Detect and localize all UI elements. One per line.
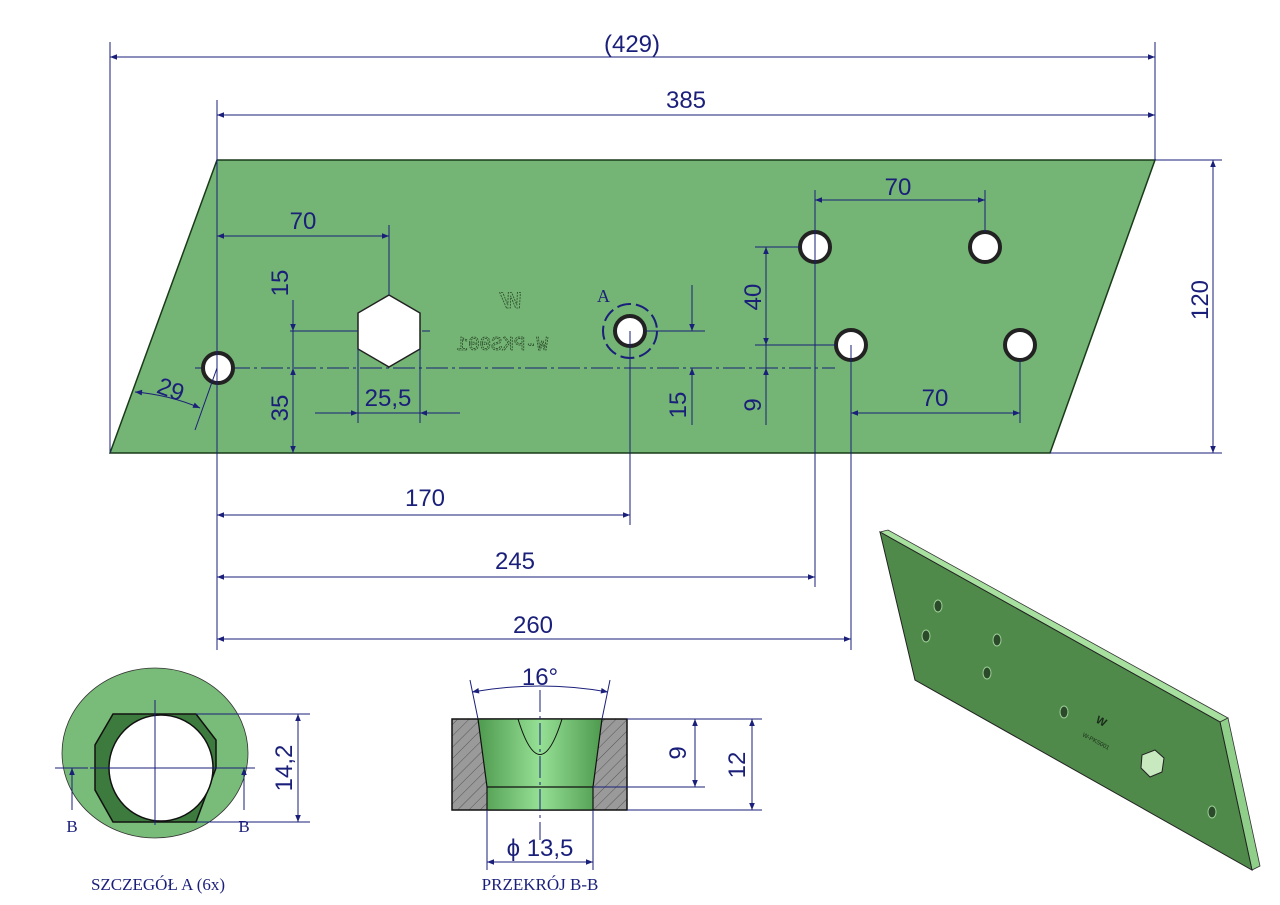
extension-lines [109, 42, 1222, 650]
detail-marker: A [597, 286, 610, 306]
detail-a-view [55, 667, 310, 839]
dim-depth-9: 9 [665, 746, 692, 759]
engraving-logo: W-PKS001 W [456, 288, 548, 357]
svg-text:W-PKS001: W-PKS001 [457, 334, 548, 356]
dim-top-length: 385 [666, 87, 706, 114]
dim-hex-offset: 70 [290, 208, 317, 235]
hole [201, 351, 235, 385]
dim-bottom-spacing: 70 [922, 385, 949, 412]
hex-hole [357, 294, 421, 368]
dim-16-deg: 16° [522, 664, 558, 691]
dim-top-spacing: 70 [885, 174, 912, 201]
dim-170: 170 [405, 485, 445, 512]
dim-245: 245 [495, 548, 535, 575]
isometric-view: W W-PKS001 [878, 529, 1261, 871]
section-mark-b-left: B [66, 817, 77, 836]
hole [968, 230, 1002, 264]
dim-overall-length: (429) [604, 31, 660, 58]
section-mark-b-right: B [238, 817, 249, 836]
dim-hole-35: 35 [267, 395, 294, 422]
dim-height: 120 [1187, 280, 1214, 320]
detail-a-caption: SZCZEGÓŁ A (6x) [91, 875, 225, 894]
dim-9: 9 [740, 398, 767, 411]
dim-260: 260 [513, 612, 553, 639]
dimension-lines [110, 54, 1216, 642]
section-bb-caption: PRZEKRÓJ B-B [482, 875, 599, 894]
dim-depth-12: 12 [724, 752, 751, 779]
dim-hex-width: 25,5 [365, 385, 412, 412]
hole [1003, 328, 1037, 362]
section-bb-view [451, 679, 762, 870]
svg-text:W: W [499, 288, 522, 313]
dim-40: 40 [740, 284, 767, 311]
dim-diameter: ϕ 13,5 [507, 835, 574, 862]
dim-14-2: 14,2 [271, 745, 298, 792]
dim-right-15: 15 [665, 392, 692, 419]
dim-hex-vertical: 15 [267, 270, 294, 297]
